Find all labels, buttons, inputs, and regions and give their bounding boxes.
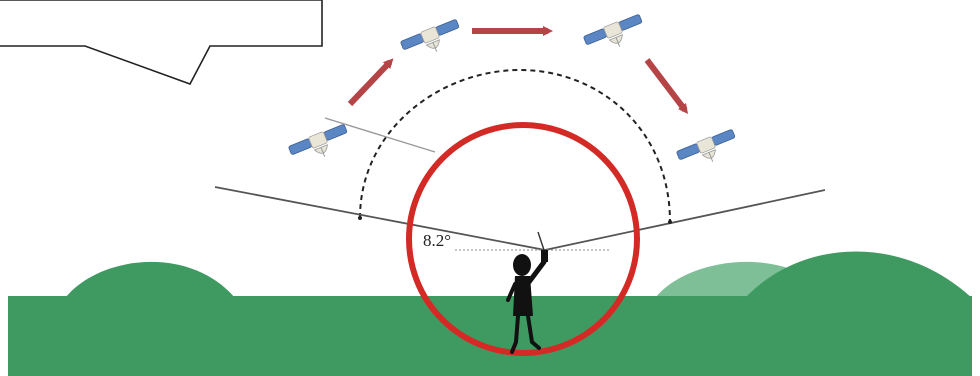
arc-endpoint-right (668, 220, 672, 224)
arrow-descend (647, 60, 685, 110)
elevation-angle-label: 8.2° (423, 231, 451, 250)
horizon-line-right (545, 190, 825, 250)
arrow-rise (350, 62, 390, 104)
ground (8, 296, 972, 376)
hill-right (745, 251, 972, 298)
visibility-arc (360, 70, 670, 222)
gps-receiver-icon (538, 232, 548, 262)
satellite-1-icon (288, 123, 353, 168)
satellite-4-icon (676, 128, 741, 173)
callout-bubble (0, 0, 322, 84)
arc-endpoint-left (358, 216, 362, 220)
satellite-2-icon (400, 18, 465, 63)
hill-left (65, 262, 235, 298)
horizon-line-left (215, 187, 545, 250)
satellite-3-icon (583, 13, 648, 58)
